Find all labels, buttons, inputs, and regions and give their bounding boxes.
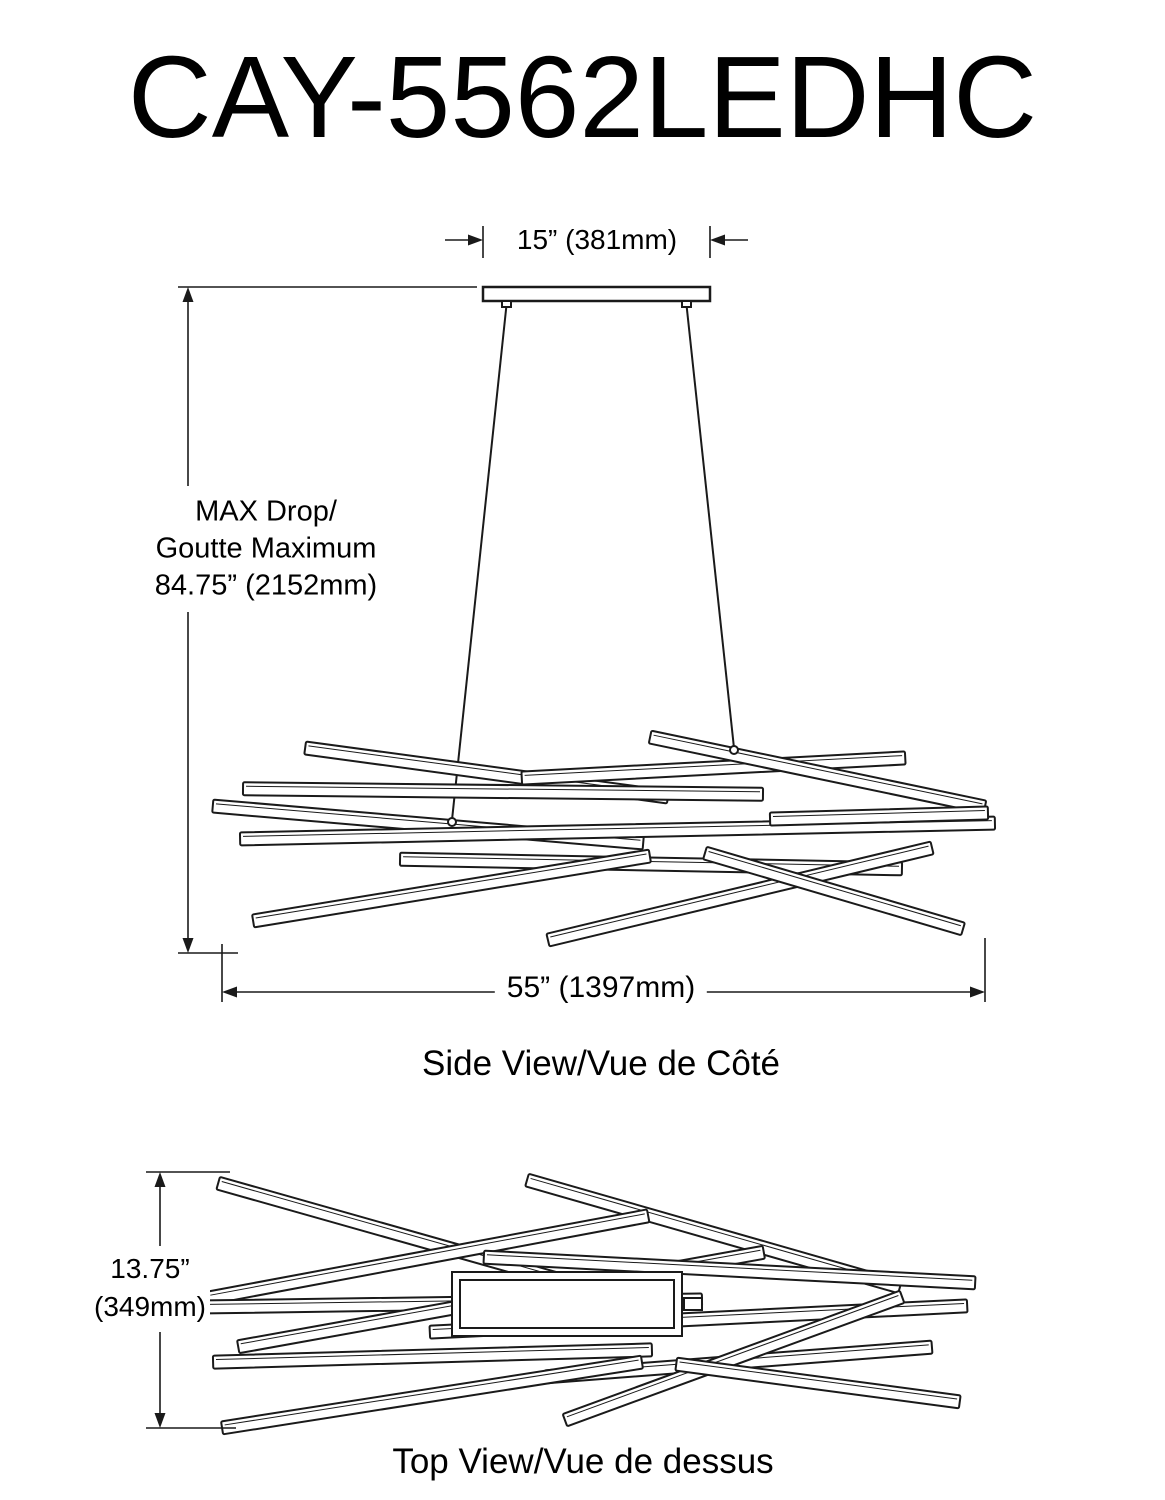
light-rod	[702, 846, 966, 936]
light-rod	[674, 1356, 962, 1410]
driver-box-clip	[683, 1297, 703, 1311]
fixture-width-label: 55” (1397mm)	[494, 971, 708, 1005]
light-rod	[241, 781, 765, 802]
wire-hook-left	[447, 817, 457, 827]
light-rod	[520, 750, 907, 786]
canopy-width-dimension	[445, 226, 748, 258]
top-view-fixture	[194, 1173, 977, 1436]
max-drop-dimension	[178, 286, 477, 954]
light-rod	[211, 1342, 654, 1370]
max-drop-label-line2: Goutte Maximum	[155, 532, 377, 565]
product-model-title: CAY-5562LEDHC	[127, 32, 1038, 162]
side-view-caption: Side View/Vue de Côté	[421, 1044, 781, 1083]
top-view-caption: Top View/Vue de dessus	[392, 1442, 774, 1481]
light-rod	[545, 840, 935, 948]
side-view-fixture	[211, 729, 997, 948]
light-rod	[251, 848, 652, 929]
max-drop-label-line3: 84.75” (2152mm)	[154, 569, 378, 602]
light-rod	[768, 805, 990, 827]
light-rod	[482, 1249, 977, 1291]
canopy-width-label: 15” (381mm)	[510, 224, 684, 256]
max-drop-label-line1: MAX Drop/	[195, 495, 337, 528]
driver-box-inner	[459, 1279, 675, 1329]
light-rod	[562, 1290, 905, 1427]
ceiling-canopy	[481, 285, 712, 308]
fixture-depth-dimension	[146, 1171, 236, 1429]
max-drop-label: MAX Drop/ Goutte Maximum 84.75” (2152mm)	[155, 493, 377, 604]
fixture-depth-label-line2: (349mm)	[93, 1291, 207, 1322]
wire-hook-right	[729, 745, 739, 755]
fixture-depth-label-line1: 13.75”	[110, 1253, 190, 1285]
fixture-depth-label: 13.75” (349mm)	[89, 1248, 211, 1328]
suspension-wires	[451, 304, 735, 821]
light-rod	[524, 1173, 903, 1294]
